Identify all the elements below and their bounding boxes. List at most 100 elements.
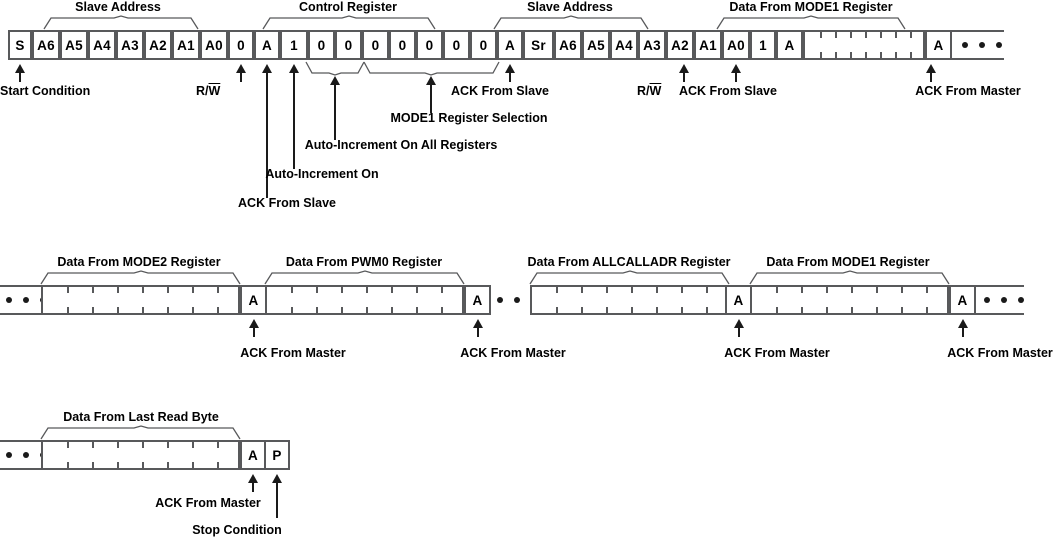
arrow-head-icon [926, 64, 936, 73]
arrow-head-icon [426, 76, 436, 85]
annotation-mode1-register-selection: MODE1 Register Selection [390, 111, 548, 125]
arrow-ack-from-master-1 [925, 64, 937, 82]
arrow-ack-from-slave-3 [678, 64, 690, 82]
row-3: Data From Last Read Byte A P ACK From Ma… [0, 405, 1062, 537]
control-bit-3[interactable]: 0 [389, 30, 416, 60]
slave-address2-bit-a6[interactable]: A6 [554, 30, 582, 60]
control-bit-6[interactable]: 0 [308, 30, 335, 60]
control-bit-4[interactable]: 0 [362, 30, 389, 60]
slave-address2-bit-a3[interactable]: A3 [638, 30, 666, 60]
data-byte-allcalladr[interactable] [530, 285, 729, 315]
brace-label-allcalladr-data: Data From ALLCALLADR Register [527, 255, 731, 269]
slave-address2-bit-a5[interactable]: A5 [582, 30, 610, 60]
arrow-auto-increment-all [329, 76, 341, 140]
bit-tick [706, 287, 708, 293]
bit-tick [865, 32, 867, 38]
data-byte-mode2[interactable] [41, 285, 240, 315]
slave-address-bit-a5[interactable]: A5 [60, 30, 88, 60]
control-bit-7[interactable]: 1 [280, 30, 308, 60]
row2-ellipsis-left [6, 285, 46, 315]
ack-cell-last-read[interactable]: A [240, 440, 266, 470]
ack-cell-allcalladr[interactable]: A [725, 285, 752, 315]
control-bit-1[interactable]: 0 [443, 30, 470, 60]
control-bit-2[interactable]: 0 [416, 30, 443, 60]
annotation-ack-from-master-5: ACK From Master [947, 346, 1053, 360]
bit-tick [67, 462, 69, 468]
bit-tick [441, 307, 443, 313]
read-write-bit[interactable]: 0 [228, 30, 254, 60]
bit-tick [192, 307, 194, 313]
bit-tick [801, 287, 803, 293]
annotation-auto-increment-on: Auto-Increment On [265, 167, 379, 181]
brace-slave-address-2 [493, 15, 649, 30]
bit-tick [192, 442, 194, 448]
arrow-head-icon [679, 64, 689, 73]
ack-cell-2[interactable]: A [497, 30, 523, 60]
bit-tick [926, 287, 928, 293]
read-write-bit-2[interactable]: 1 [750, 30, 776, 60]
bit-tick [341, 287, 343, 293]
bit-tick [901, 307, 903, 313]
slave-address-bit-a4[interactable]: A4 [88, 30, 116, 60]
slave-address2-bit-a2[interactable]: A2 [666, 30, 694, 60]
start-condition-cell[interactable]: S [8, 30, 32, 60]
slave-address-bit-a1[interactable]: A1 [172, 30, 200, 60]
bit-tick [901, 287, 903, 293]
ack-cell-pwm0[interactable]: A [464, 285, 491, 315]
control-bit-0[interactable]: 0 [470, 30, 497, 60]
bit-tick [880, 32, 882, 38]
row2-leading-rail [0, 285, 41, 315]
stop-condition-cell[interactable]: P [264, 440, 290, 470]
slave-address-bit-a2[interactable]: A2 [144, 30, 172, 60]
brace-label-mode2-data: Data From MODE2 Register [57, 255, 221, 269]
bit-tick [217, 307, 219, 313]
brace-mode1-data-r1 [716, 15, 906, 30]
ack-cell-3[interactable]: A [776, 30, 803, 60]
annotation-auto-increment-all: Auto-Increment On All Registers [304, 138, 498, 152]
ack-cell-1[interactable]: A [254, 30, 280, 60]
bit-tick [835, 32, 837, 38]
slave-address-bit-a6[interactable]: A6 [32, 30, 60, 60]
bit-tick [117, 462, 119, 468]
ack-cell-mode2[interactable]: A [240, 285, 267, 315]
arrow-head-icon [272, 474, 282, 483]
bit-tick [92, 442, 94, 448]
slave-address2-bit-a4[interactable]: A4 [610, 30, 638, 60]
bit-tick [865, 52, 867, 58]
annotation-ack-from-master-3: ACK From Master [460, 346, 566, 360]
annotation-ack-from-master-1: ACK From Master [915, 84, 1021, 98]
bit-tick [706, 307, 708, 313]
slave-address-bit-a0[interactable]: A0 [200, 30, 228, 60]
slave-address-bit-a3[interactable]: A3 [116, 30, 144, 60]
slave-address2-bit-a0[interactable]: A0 [722, 30, 750, 60]
brace-control-register [262, 15, 436, 30]
slave-address2-bit-a1[interactable]: A1 [694, 30, 722, 60]
bit-tick [631, 307, 633, 313]
row3-leading-rail [0, 440, 41, 470]
annotation-start-condition: Start Condition [0, 84, 91, 98]
data-byte-mode1-r2[interactable] [750, 285, 949, 315]
bit-tick [291, 307, 293, 313]
data-byte-last-read[interactable] [41, 440, 240, 470]
bit-tick [880, 52, 882, 58]
data-byte-pwm0[interactable] [265, 285, 464, 315]
bit-tick [826, 307, 828, 313]
ack-cell-4[interactable]: A [925, 30, 952, 60]
bit-tick [117, 287, 119, 293]
data-byte-mode1-r1[interactable] [803, 30, 925, 60]
bit-tick [656, 307, 658, 313]
repeated-start-cell[interactable]: Sr [523, 30, 554, 60]
bit-tick [391, 307, 393, 313]
bit-tick [192, 287, 194, 293]
bit-tick [581, 307, 583, 313]
brace-last-read-byte [40, 425, 241, 440]
bit-tick [631, 287, 633, 293]
read-write-overline-2: W [649, 84, 662, 98]
bit-tick [167, 307, 169, 313]
brace-label-mode1-data-r2: Data From MODE1 Register [766, 255, 930, 269]
control-bit-5[interactable]: 0 [335, 30, 362, 60]
bit-tick [167, 442, 169, 448]
bit-tick [142, 442, 144, 448]
ack-cell-mode1[interactable]: A [949, 285, 976, 315]
